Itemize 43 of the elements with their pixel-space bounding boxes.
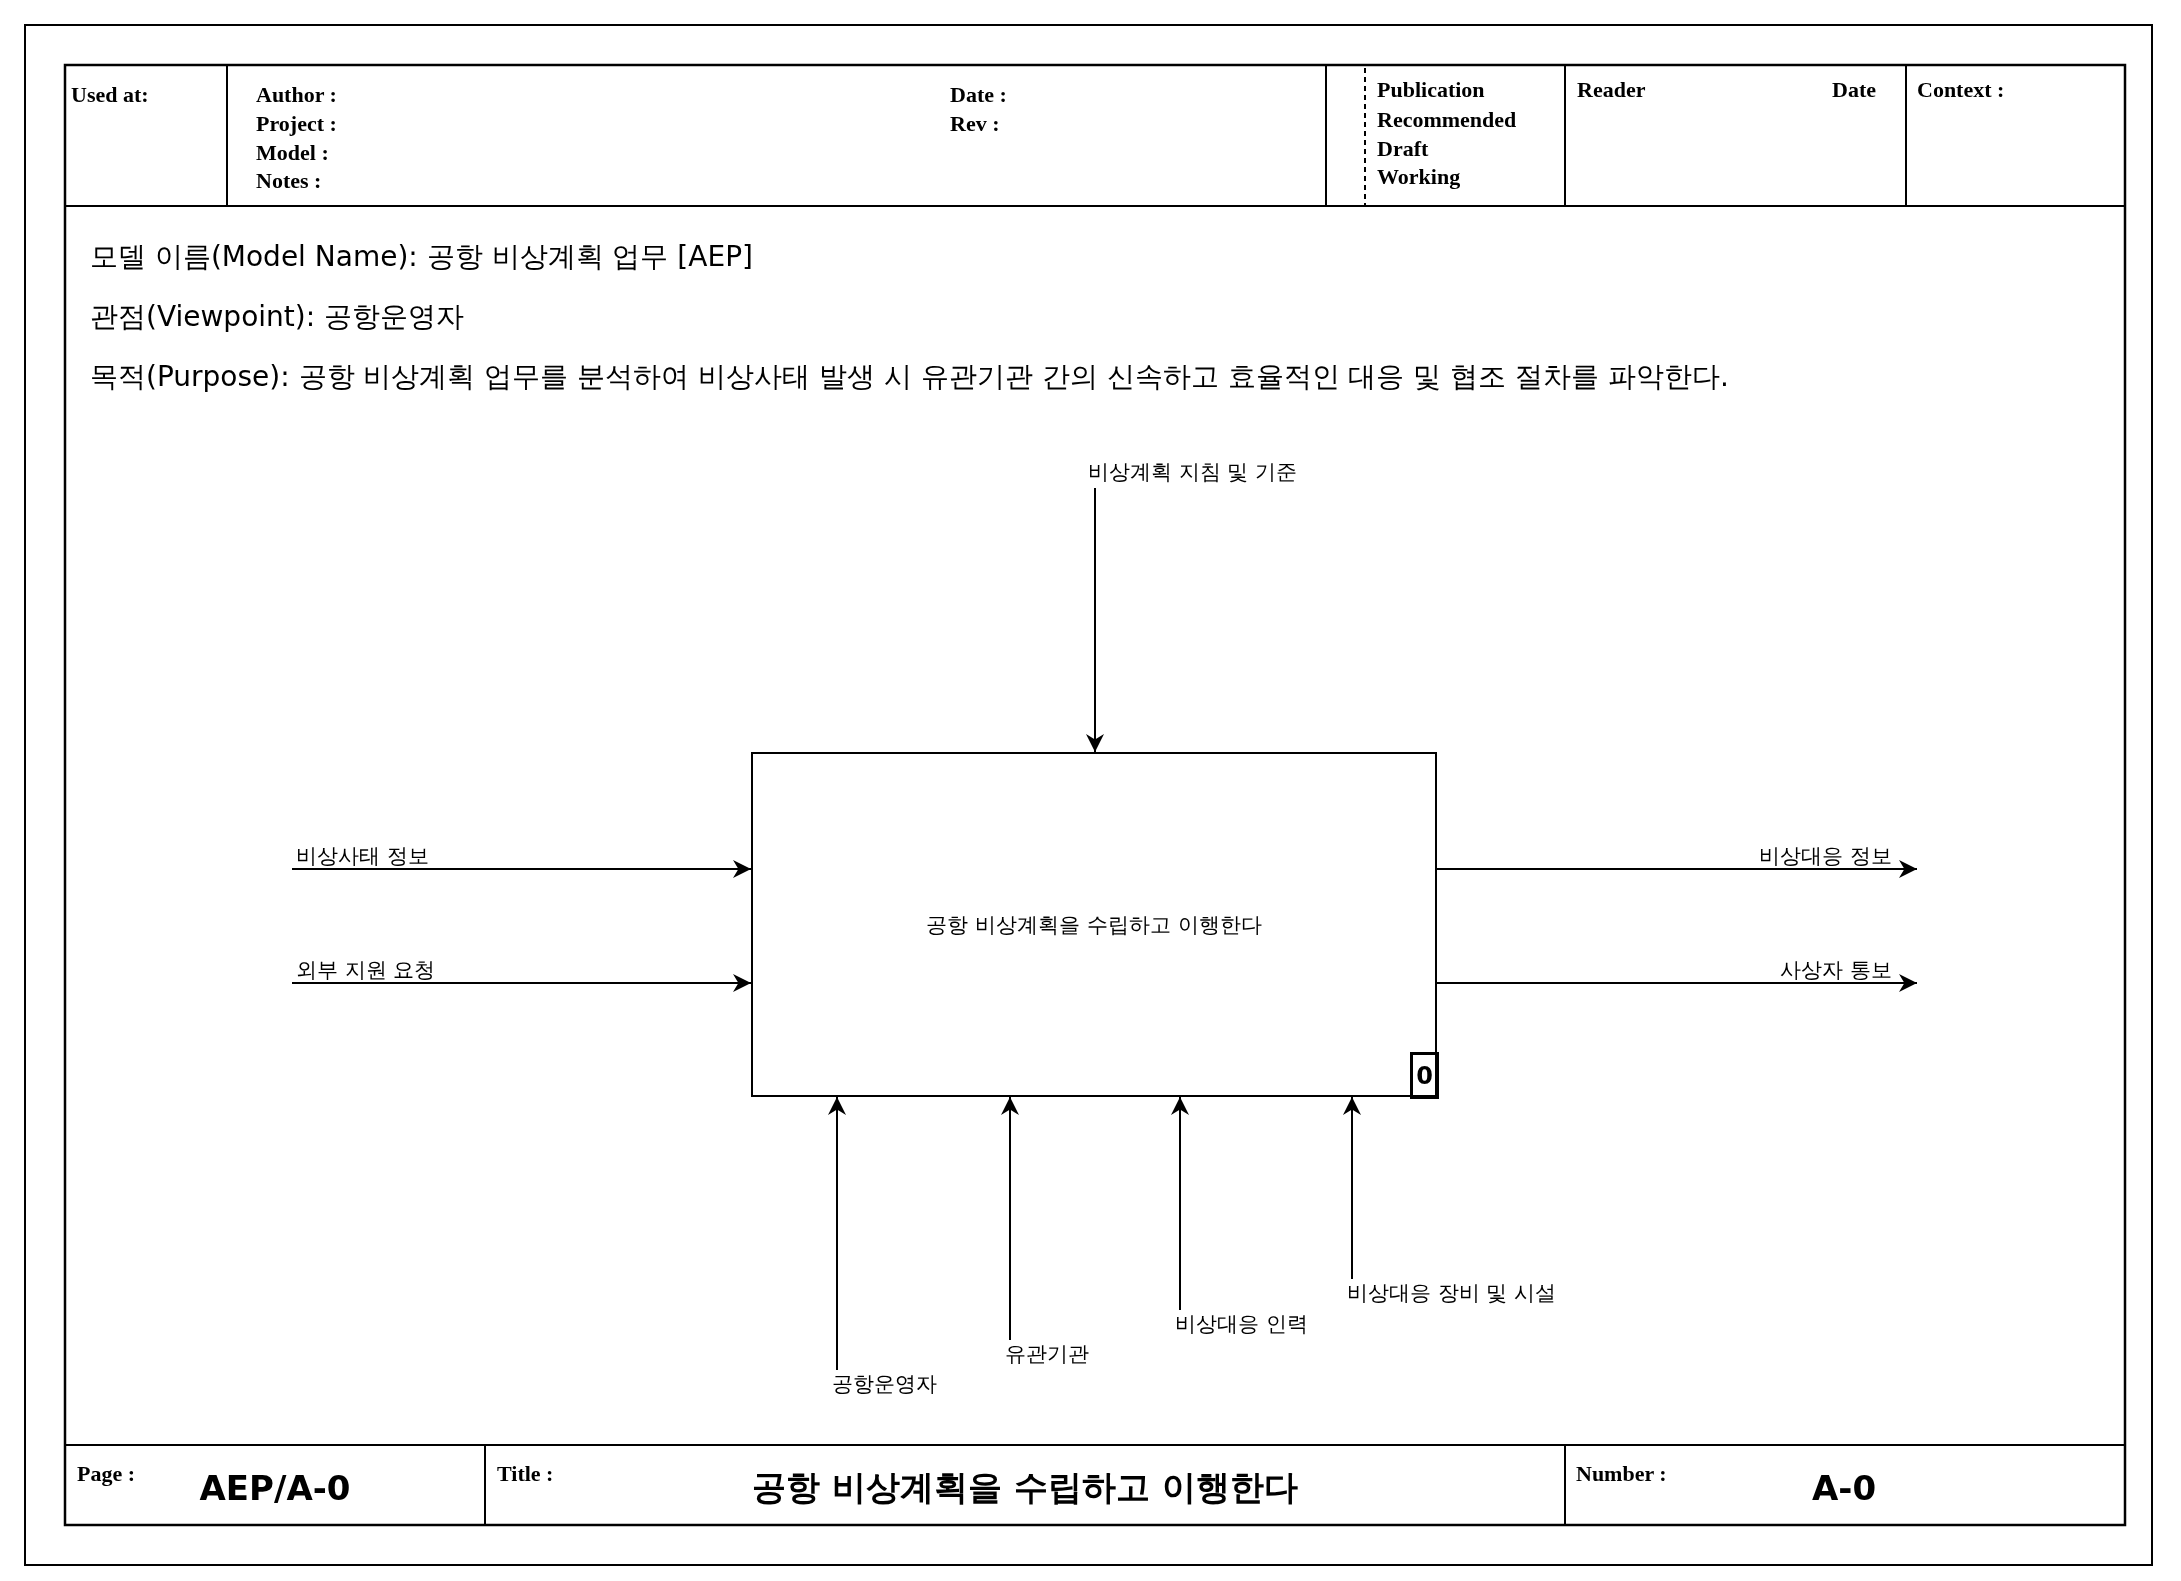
status-option: Draft <box>1377 136 1429 162</box>
field-label: Reader <box>1577 77 1646 103</box>
arrow-label: 비상대응 인력 <box>1175 1310 1365 1340</box>
arrow <box>1436 974 1918 992</box>
field-value: 공항 비상계획을 수립하고 이행한다 <box>752 1466 1298 1509</box>
field-label: Page : <box>77 1461 136 1487</box>
field-label: Used at: <box>71 82 149 108</box>
arrow <box>291 974 752 992</box>
arrow-label: 비상사태 정보 <box>296 842 446 872</box>
field-label: Author : <box>256 82 337 108</box>
field-label: Number : <box>1576 1461 1667 1487</box>
field-label: Model : <box>256 140 329 166</box>
box-number: 0 <box>1410 1052 1439 1099</box>
arrow <box>1436 860 1918 878</box>
viewpoint-text: 관점(Viewpoint): 공항운영자 <box>90 299 465 335</box>
arrow <box>291 860 752 878</box>
arrow <box>1343 1096 1361 1280</box>
arrow <box>1086 487 1104 753</box>
field-label: Notes : <box>256 168 322 194</box>
arrow-label: 비상계획 지침 및 기준 <box>1088 458 1308 488</box>
arrow <box>828 1096 846 1371</box>
field-value: AEP/A-0 <box>199 1468 351 1508</box>
activity-box: 공항 비상계획을 수립하고 이행한다 0 <box>751 752 1437 1097</box>
arrow-label: 외부 지원 요청 <box>296 956 446 986</box>
arrow-label: 유관기관 <box>1005 1340 1145 1370</box>
arrow-label: 공항운영자 <box>832 1370 1002 1400</box>
arrow-label: 비상대응 정보 <box>1680 842 1892 872</box>
arrow-label: 사상자 통보 <box>1680 956 1892 986</box>
status-option: Recommended <box>1377 107 1517 133</box>
field-label: Project : <box>256 111 337 137</box>
field-value: A-0 <box>1811 1468 1877 1508</box>
field-label: Date : <box>950 82 1007 108</box>
arrow <box>1001 1096 1019 1341</box>
purpose-text: 목적(Purpose): 공항 비상계획 업무를 분석하여 비상사태 발생 시 유관기관 간의 신속하고 효율적인 대응 및 협조 절차를 파악한다. <box>90 359 1729 395</box>
field-label: Context : <box>1917 77 2005 103</box>
field-label: Title : <box>497 1461 554 1487</box>
status-option: Publication <box>1377 77 1485 103</box>
model-name-text: 모델 이름(Model Name): 공항 비상계획 업무 [AEP] <box>90 239 753 275</box>
status-option: Working <box>1377 164 1461 190</box>
arrow <box>1171 1096 1189 1311</box>
field-label: Rev : <box>950 111 1000 137</box>
arrow-label: 비상대응 장비 및 시설 <box>1347 1279 1607 1309</box>
field-label: Date <box>1832 77 1876 103</box>
